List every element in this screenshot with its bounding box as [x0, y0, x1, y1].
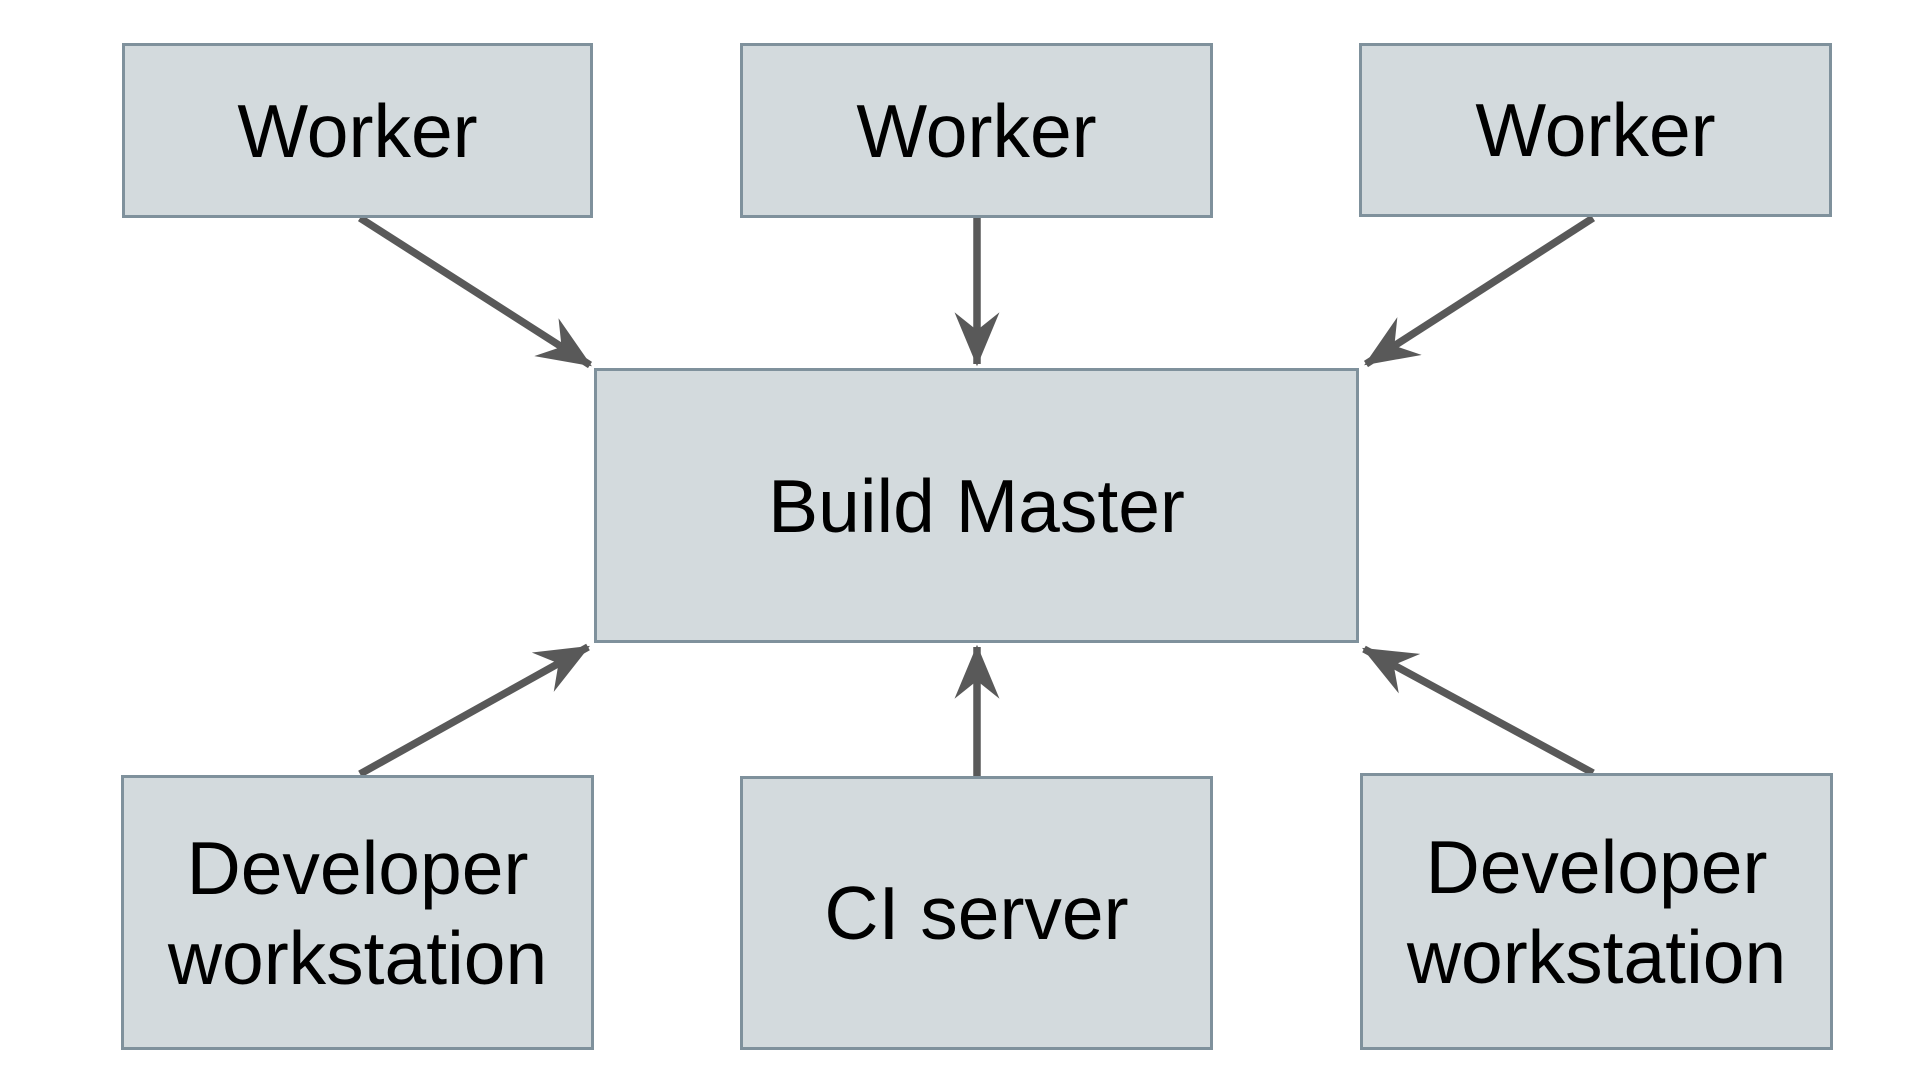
- node-developer-workstation-right-label: Developer workstation: [1406, 824, 1787, 999]
- arrow-developer-workstation-right-to-build-master: [1362, 645, 1595, 777]
- node-worker-2: Worker: [740, 43, 1213, 218]
- node-build-master-label: Build Master: [768, 463, 1185, 548]
- node-worker-1-label: Worker: [237, 88, 478, 173]
- node-worker-2-label: Worker: [856, 88, 1097, 173]
- node-worker-3: Worker: [1359, 43, 1832, 217]
- arrow-developer-workstation-left-to-build-master: [358, 643, 590, 778]
- node-developer-workstation-left: Developer workstation: [121, 775, 594, 1050]
- node-developer-workstation-right: Developer workstation: [1360, 773, 1833, 1050]
- arrow-worker-3-to-build-master: [1363, 214, 1596, 368]
- node-worker-3-label: Worker: [1475, 88, 1716, 172]
- node-worker-1: Worker: [122, 43, 593, 218]
- arrow-worker-1-to-build-master: [357, 214, 593, 369]
- node-ci-server-label: CI server: [824, 871, 1129, 955]
- node-ci-server: CI server: [740, 776, 1213, 1050]
- node-build-master: Build Master: [594, 368, 1359, 643]
- node-developer-workstation-left-label: Developer workstation: [167, 825, 548, 1000]
